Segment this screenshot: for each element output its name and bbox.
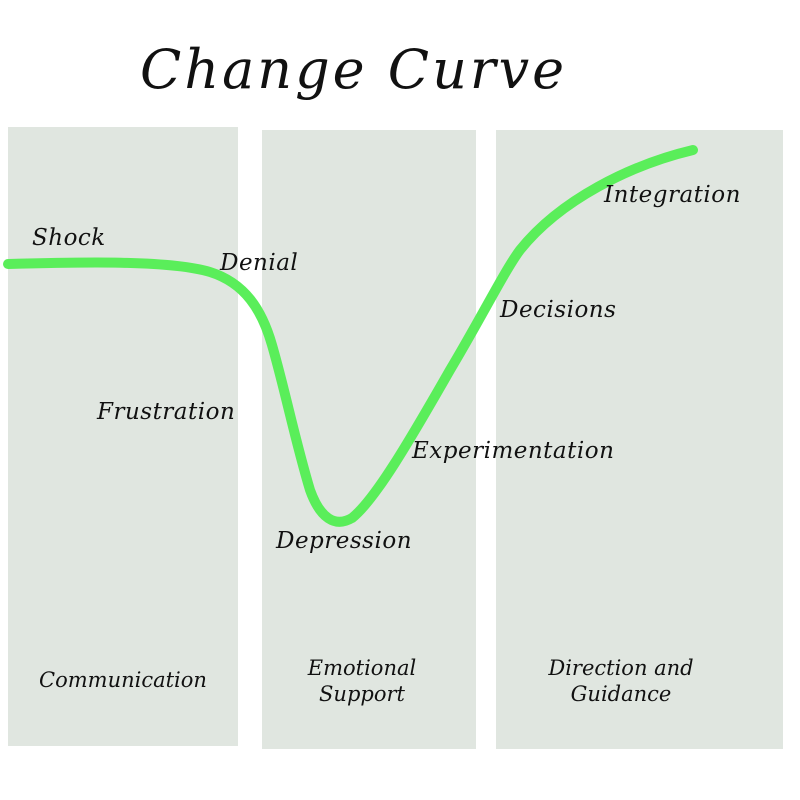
- stage-label-frustration: Frustration: [97, 399, 236, 425]
- stage-label-depression: Depression: [276, 528, 413, 554]
- diagram-title: Change Curve: [140, 38, 568, 101]
- panel-label-line: Support: [319, 682, 405, 706]
- stage-label-decisions: Decisions: [500, 297, 617, 323]
- stage-label-denial: Denial: [220, 250, 299, 276]
- panel-communication: [8, 127, 238, 746]
- panel-label-line: Emotional: [307, 656, 417, 680]
- panel-label-emotional-support: Emotional Support: [262, 655, 462, 707]
- panel-label-line: Communication: [39, 668, 207, 692]
- panel-label-line: Direction and: [548, 656, 694, 680]
- panel-label-direction-guidance: Direction and Guidance: [496, 655, 746, 707]
- stage-label-experimentation: Experimentation: [412, 438, 615, 464]
- panel-label-communication: Communication: [8, 667, 238, 693]
- panel-direction-guidance: [496, 130, 783, 749]
- panel-label-line: Guidance: [570, 682, 672, 706]
- stage-label-integration: Integration: [604, 182, 741, 208]
- stage-label-shock: Shock: [32, 225, 106, 251]
